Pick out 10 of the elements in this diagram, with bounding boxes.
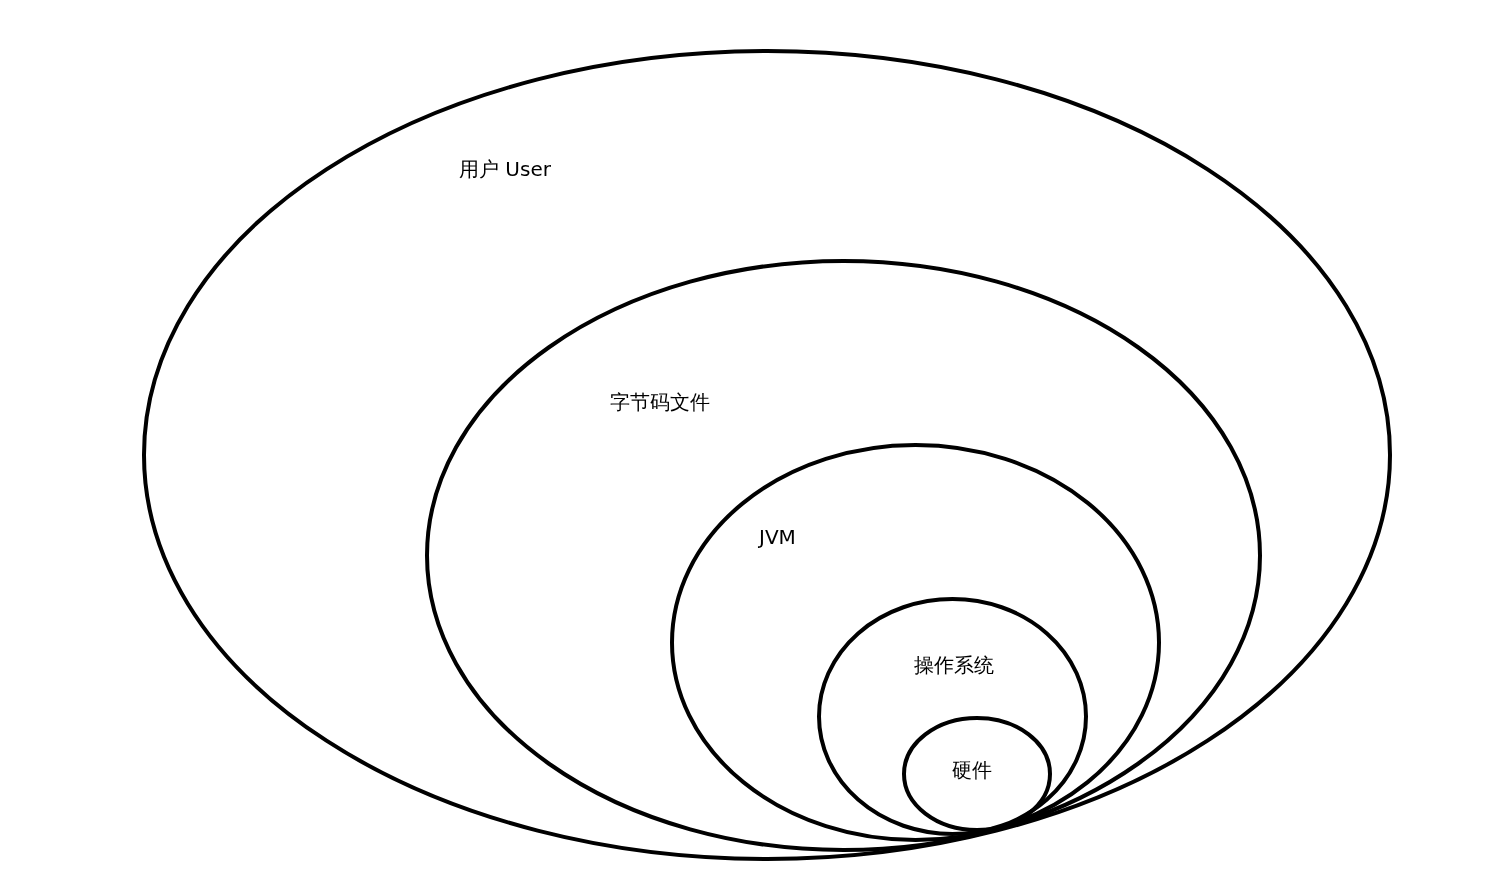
- ellipse-layer: [817, 597, 1088, 836]
- ellipse-layer: [670, 443, 1161, 842]
- layer-label: JVM: [759, 525, 796, 549]
- ellipse-layer: [425, 259, 1262, 852]
- ellipse-layer: [142, 49, 1392, 861]
- layer-label: 字节码文件: [610, 390, 710, 414]
- layer-label: 操作系统: [914, 653, 994, 677]
- layer-label: 硬件: [952, 758, 992, 782]
- layer-label: 用户 User: [459, 157, 551, 181]
- ellipse-layer: [902, 716, 1052, 832]
